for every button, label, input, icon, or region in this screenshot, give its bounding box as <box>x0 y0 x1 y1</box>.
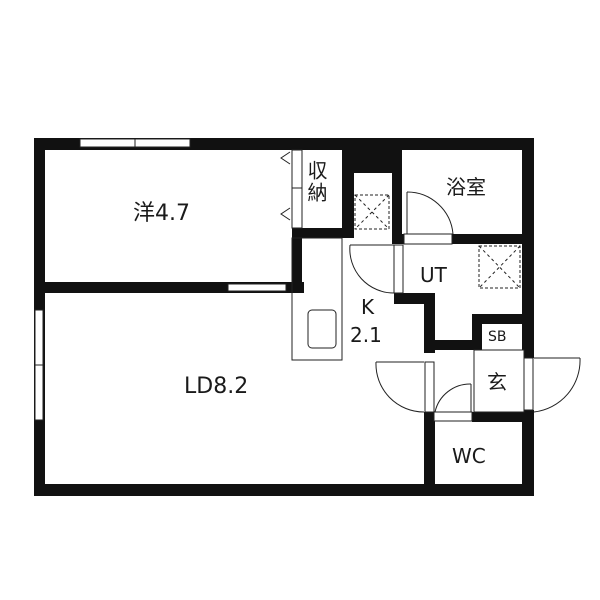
room-label-entrance: 玄 <box>487 370 507 394</box>
room-label-bathroom: 浴室 <box>446 175 486 199</box>
room-label-kitchen: K <box>361 295 375 319</box>
room-label-living-dining: LD8.2 <box>184 374 249 399</box>
room-label-kitchen-size: 2.1 <box>350 323 382 347</box>
room-label-storage: 収納 <box>304 160 328 204</box>
room-label-utility: UT <box>420 263 447 287</box>
wall-bottom <box>34 484 534 496</box>
room-label-western: 洋4.7 <box>133 201 190 226</box>
wall-right-lower <box>522 410 534 496</box>
wall-right-upper <box>522 138 534 358</box>
room-label-shoe-box: SB <box>488 329 507 345</box>
room-label-toilet: WC <box>452 444 486 468</box>
